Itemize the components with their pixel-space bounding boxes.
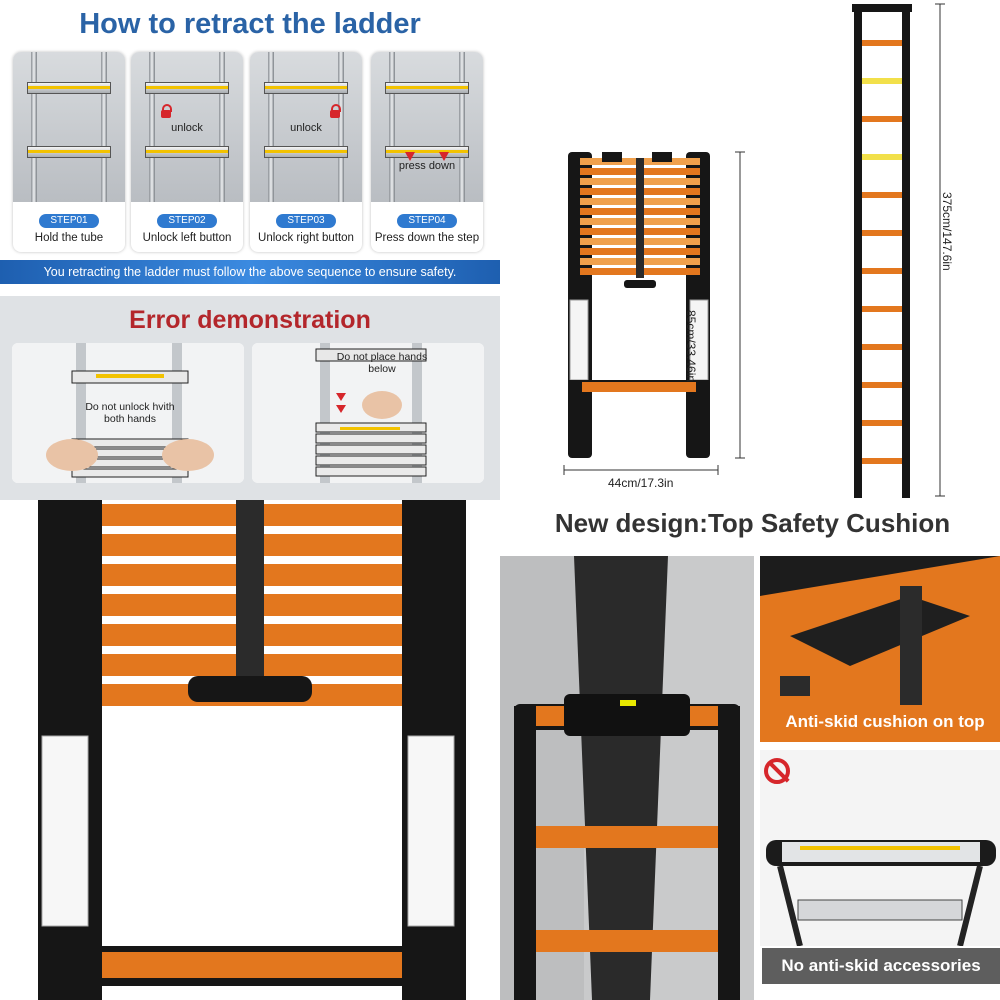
step-badge: STEP04	[397, 214, 457, 228]
prohibited-icon	[764, 758, 790, 784]
open-ladder-rung	[862, 382, 902, 388]
closed-height-label: 85cm/33.46in	[684, 310, 698, 383]
arrow-down-icon	[439, 152, 449, 161]
arrow-down-icon	[405, 152, 415, 161]
open-ladder-rung	[862, 268, 902, 274]
open-ladder-rung	[862, 192, 902, 198]
error-title: Error demonstration	[129, 306, 371, 334]
unlock-icon	[161, 104, 172, 118]
open-ladder-rung	[862, 306, 902, 312]
step-label: Hold the tube	[34, 232, 104, 244]
open-ladder-rung	[862, 420, 902, 426]
error-text-both-hands: Do not unlock hvith both hands	[85, 401, 175, 425]
open-ladder-rung	[862, 154, 902, 160]
closed-ladder-diagram	[563, 151, 745, 475]
step-badge: STEP02	[157, 214, 217, 228]
caption-anti-skid: Anti-skid cushion on top	[770, 705, 1000, 739]
step-photo-text: unlock	[171, 122, 203, 134]
no-cushion-photo	[760, 750, 1000, 946]
step-photo	[13, 52, 125, 202]
cushion-title: New design:Top Safety Cushion	[554, 508, 951, 538]
open-ladder-rung	[862, 344, 902, 350]
error-photo-hands-below	[252, 343, 484, 483]
error-text-hands-below: Do not place hands below	[336, 351, 428, 375]
closeup-ladder-photo	[0, 500, 500, 1000]
step-badge: STEP01	[39, 214, 99, 228]
cushion-wall-photo	[500, 556, 754, 1000]
error-card-both-hands: Do not unlock hvith both hands	[12, 343, 244, 483]
step-photo: unlock	[131, 52, 243, 202]
open-ladder-rung	[862, 458, 902, 464]
step-photo: press down	[371, 52, 483, 202]
open-height-label: 375cm/147.6in	[940, 192, 954, 271]
open-ladder-rung	[862, 40, 902, 46]
error-photo-both-hands	[12, 343, 244, 483]
step-label: Press down the step	[374, 232, 480, 244]
caption-no-anti-skid: No anti-skid accessories	[762, 948, 1000, 984]
open-ladder-rung	[862, 78, 902, 84]
retract-title: How to retract the ladder	[79, 8, 421, 40]
open-ladder-diagram	[852, 3, 945, 498]
error-card-hands-below: Do not place hands below	[252, 343, 484, 483]
width-label: 44cm/17.3in	[608, 476, 674, 490]
step-label: Unlock left button	[142, 232, 232, 244]
open-ladder-rung	[862, 230, 902, 236]
step-photo: unlock	[250, 52, 362, 202]
step-badge: STEP03	[276, 214, 336, 228]
unlock-icon	[330, 104, 341, 118]
step-photo-text: press down	[398, 160, 456, 172]
step-label: Unlock right button	[258, 232, 354, 244]
open-ladder-rung	[862, 116, 902, 122]
step-photo-text: unlock	[290, 122, 322, 134]
safety-banner: You retracting the ladder must follow th…	[0, 260, 500, 284]
